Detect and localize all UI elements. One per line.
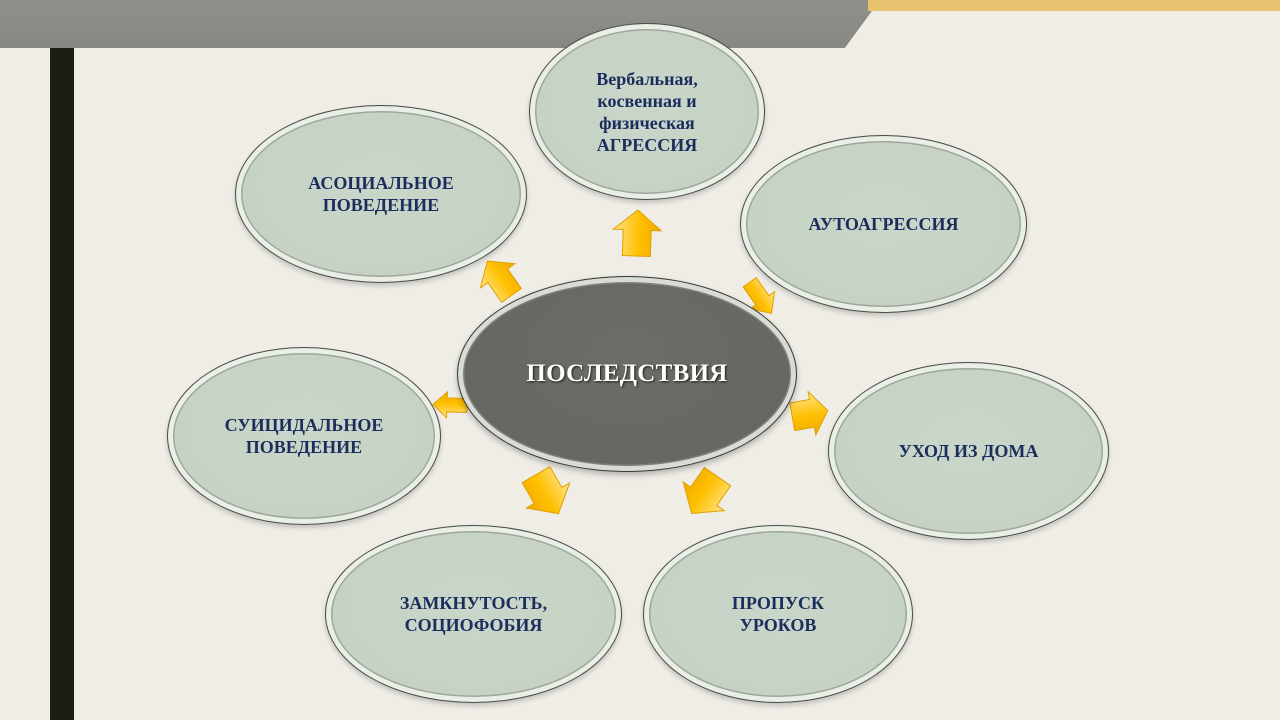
center-label: ПОСЛЕДСТВИЯ: [526, 360, 728, 387]
node-center-consequences: ПОСЛЕДСТВИЯ: [457, 276, 797, 472]
node-leaving-home: УХОД ИЗ ДОМА: [828, 362, 1109, 540]
node-label-suicidal: СУИЦИДАЛЬНОЕ ПОВЕДЕНИЕ: [224, 415, 384, 457]
node-isolation: ЗАМКНУТОСТЬ, СОЦИОФОБИЯ: [325, 525, 622, 703]
node-label-autoaggression: АУТОАГРЕССИЯ: [808, 214, 959, 234]
node-aggression: Вербальная, косвенная и физическая АГРЕС…: [529, 23, 765, 200]
node-skipping-lessons: ПРОПУСК УРОКОВ: [643, 525, 913, 703]
arrow-up-icon: [611, 209, 663, 257]
node-label-aggression: Вербальная, косвенная и физическая АГРЕС…: [596, 68, 698, 155]
arrow-lower-left-icon: [521, 465, 571, 515]
node-autoaggression: АУТОАГРЕССИЯ: [740, 135, 1027, 313]
top-gray-bar: [0, 0, 880, 48]
node-label-leaving-home: УХОД ИЗ ДОМА: [898, 441, 1039, 461]
node-label-asocial: АСОЦИАЛЬНОЕ ПОВЕДЕНИЕ: [308, 173, 454, 215]
node-label-isolation: ЗАМКНУТОСТЬ, СОЦИОФОБИЯ: [399, 593, 548, 635]
left-vertical-bar: [50, 48, 74, 720]
arrow-right-icon: [789, 390, 829, 437]
node-label-skipping-lessons: ПРОПУСК УРОКОВ: [731, 593, 825, 635]
top-gold-bar: [868, 0, 1280, 11]
node-suicidal: СУИЦИДАЛЬНОЕ ПОВЕДЕНИЕ: [167, 347, 441, 525]
arrow-lower-right-icon: [682, 466, 732, 515]
node-asocial: АСОЦИАЛЬНОЕ ПОВЕДЕНИЕ: [235, 105, 527, 283]
